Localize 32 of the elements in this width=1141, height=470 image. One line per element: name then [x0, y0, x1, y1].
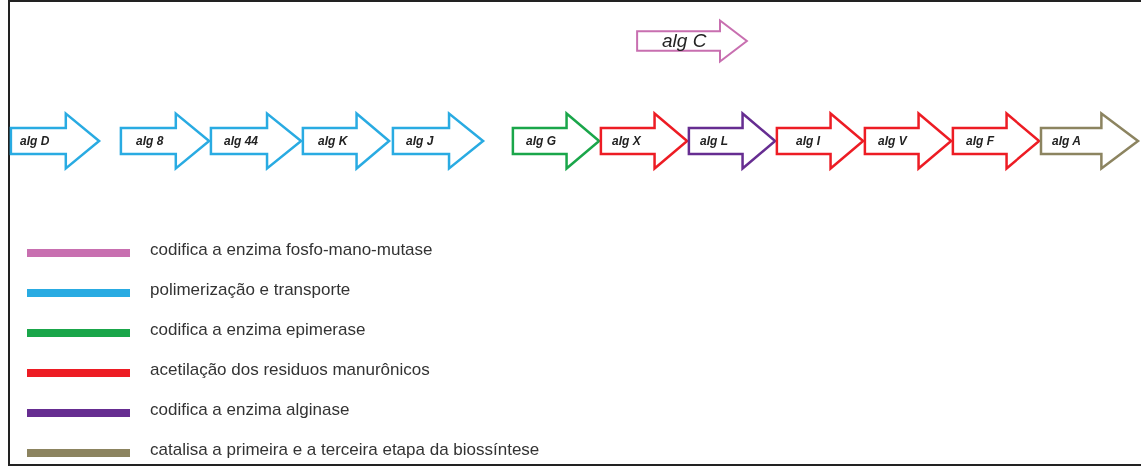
legend-text: codifica a enzima fosfo-mano-mutase — [150, 240, 433, 260]
gene-name: alg 44 — [224, 134, 259, 148]
gene-symbol — [10, 113, 100, 169]
legend-text: codifica a enzima epimerase — [150, 320, 366, 340]
gene-symbol — [210, 113, 302, 169]
gene-symbol — [1040, 113, 1139, 169]
gene-name: alg J — [406, 134, 434, 148]
gene-name: alg V — [878, 134, 907, 148]
gene-symbol — [864, 113, 952, 169]
gene-name: alg F — [966, 134, 994, 148]
gene-symbol — [120, 113, 210, 169]
gene-name: alg A — [1052, 134, 1081, 148]
gene-name: alg D — [20, 134, 50, 148]
gene-name: alg K — [318, 134, 348, 148]
gene-name: alg X — [612, 134, 641, 148]
gene-symbol — [392, 113, 484, 169]
gene-name: alg C — [662, 30, 707, 52]
gene-symbol — [952, 113, 1040, 169]
gene-symbol — [512, 113, 600, 169]
gene-symbol — [600, 113, 688, 169]
gene-symbol — [688, 113, 776, 169]
gene-name: alg I — [796, 134, 820, 148]
gene-name: alg G — [526, 134, 556, 148]
gene-name: alg L — [700, 134, 728, 148]
gene-symbol — [776, 113, 864, 169]
gene-symbol — [636, 20, 748, 62]
legend-text: acetilação dos residuos manurônicos — [150, 360, 430, 380]
legend-text: catalisa a primeira e a terceira etapa da biossíntese — [150, 440, 540, 460]
gene-symbol — [302, 113, 390, 169]
gene-name: alg 8 — [136, 134, 164, 148]
legend-text: polimerização e transporte — [150, 280, 351, 300]
legend-text: codifica a enzima alginase — [150, 400, 350, 420]
